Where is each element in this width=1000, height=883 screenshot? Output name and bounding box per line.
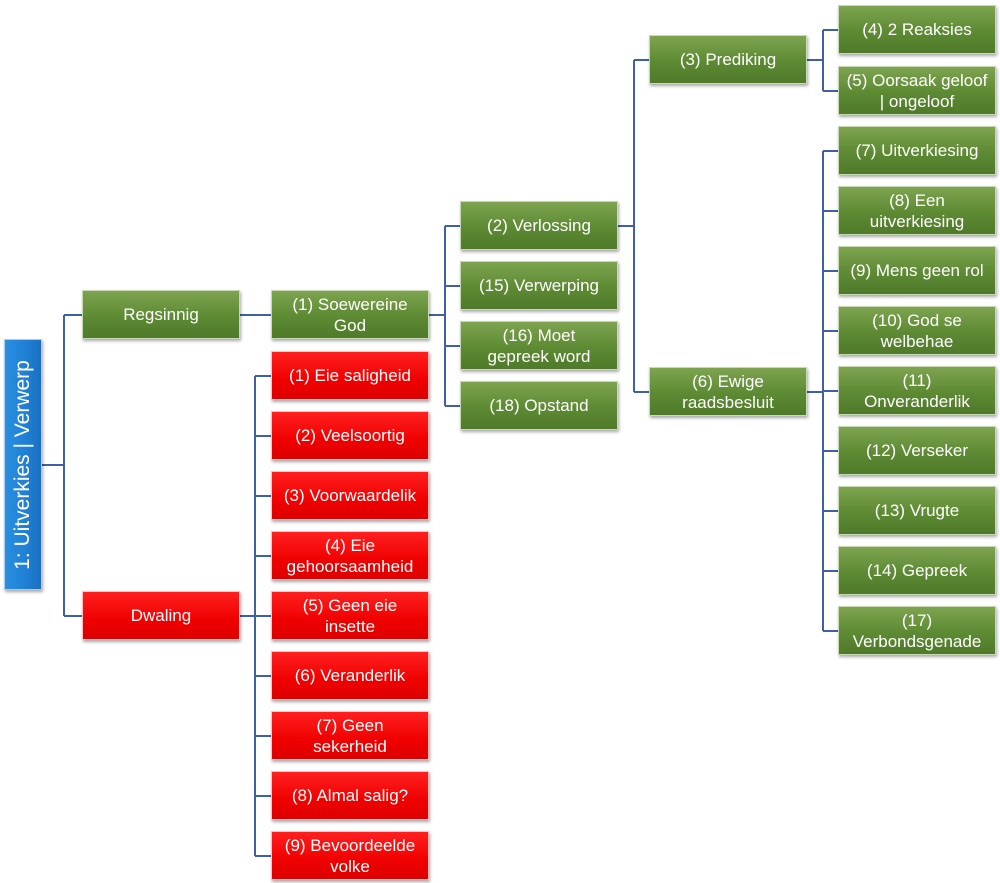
- node-een-uitverkiesing: (8) Een uitverkiesing: [838, 186, 996, 235]
- node-uitverkiesing: (7) Uitverkiesing: [838, 126, 996, 175]
- root-label: 1: Uitverkies | Verwerp: [11, 359, 34, 570]
- node-dwaling-9: (9) Bevoordeelde volke: [271, 831, 429, 880]
- node-dwaling-7: (7) Geen sekerheid: [271, 711, 429, 760]
- node-dwaling-3: (3) Voorwaardelik: [271, 471, 429, 520]
- node-oorsaak-geloof: (5) Oorsaak geloof | ongeloof: [838, 66, 996, 115]
- node-vrugte: (13) Vrugte: [838, 486, 996, 535]
- node-ewige-raadsbesluit: (6) Ewige raadsbesluit: [649, 367, 807, 416]
- node-dwaling-8: (8) Almal salig?: [271, 771, 429, 820]
- node-dwaling-1: (1) Eie saligheid: [271, 351, 429, 400]
- node-prediking: (3) Prediking: [649, 35, 807, 84]
- node-mens-geen-rol: (9) Mens geen rol: [838, 246, 996, 295]
- node-dwaling-5: (5) Geen eie insette: [271, 591, 429, 640]
- node-dwaling-2: (2) Veelsoortig: [271, 411, 429, 460]
- node-verwerping: (15) Verwerping: [460, 261, 618, 310]
- node-onveranderlik: (11) Onveranderlik: [838, 366, 996, 415]
- node-god-se-welbehae: (10) God se welbehae: [838, 306, 996, 355]
- node-regsinnig: Regsinnig: [82, 290, 240, 339]
- node-2-reaksies: (4) 2 Reaksies: [838, 5, 996, 54]
- root-node: 1: Uitverkies | Verwerp: [4, 339, 42, 590]
- node-verseker: (12) Verseker: [838, 426, 996, 475]
- node-soewereine-god: (1) Soewereine God: [271, 290, 429, 339]
- node-opstand: (18) Opstand: [460, 381, 618, 430]
- node-gepreek: (14) Gepreek: [838, 546, 996, 595]
- node-dwaling-4: (4) Eie gehoorsaamheid: [271, 531, 429, 580]
- node-dwaling-6: (6) Veranderlik: [271, 651, 429, 700]
- node-verbondsgenade: (17) Verbondsgenade: [838, 606, 996, 655]
- node-verlossing: (2) Verlossing: [460, 201, 618, 250]
- node-moet-gepreek-word: (16) Moet gepreek word: [460, 321, 618, 370]
- node-dwaling: Dwaling: [82, 591, 240, 640]
